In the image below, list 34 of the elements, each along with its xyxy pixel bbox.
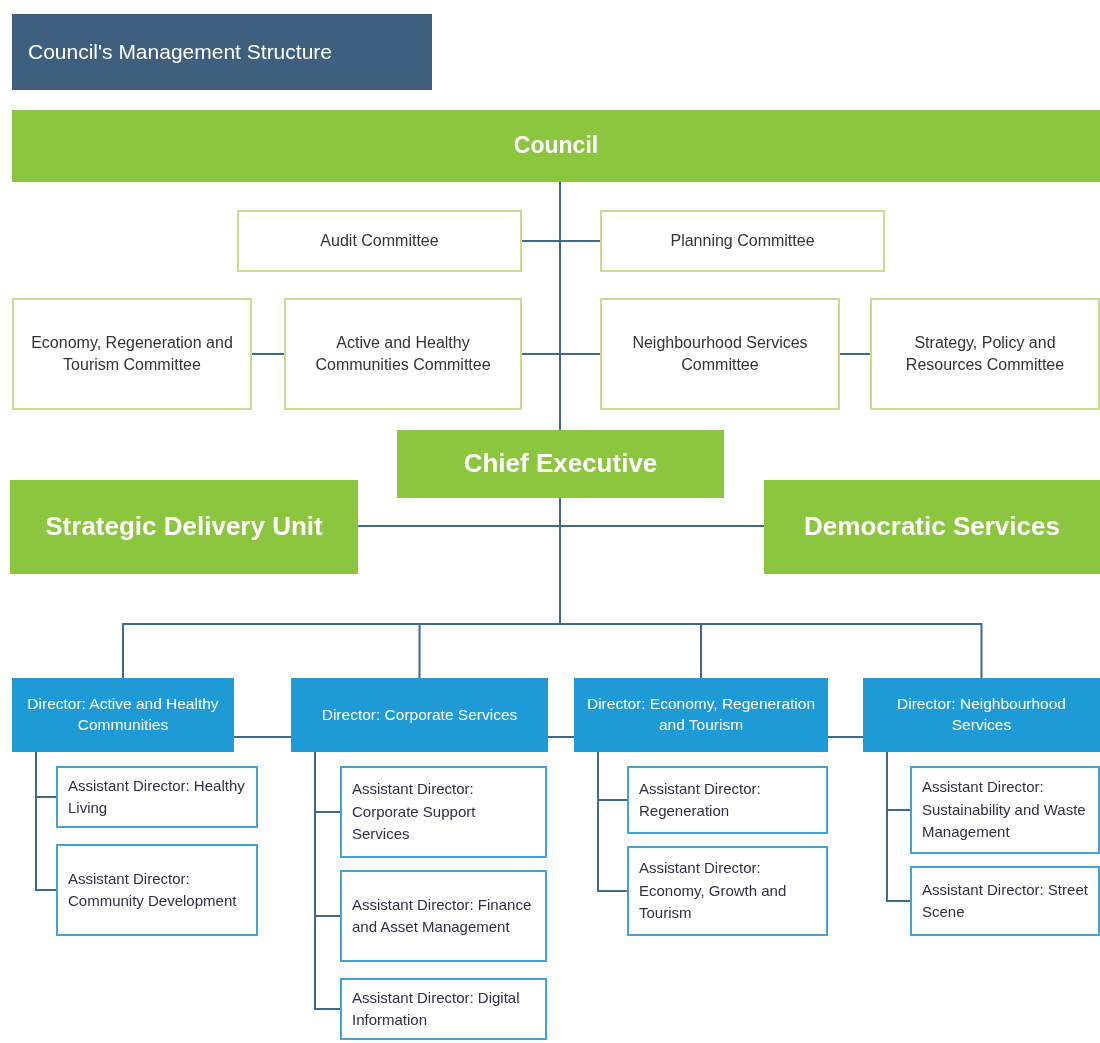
assistant-director-box: Assistant Director: Community Development <box>56 844 258 936</box>
assistant-director-box: Assistant Director: Street Scene <box>910 866 1100 936</box>
connector-line <box>35 751 57 891</box>
committee-box: Active and Healthy Communities Committee <box>284 298 522 410</box>
assistant-director-box: Assistant Director: Sustainability and Waste Management <box>910 766 1100 854</box>
director-box: Director: Corporate Services <box>291 678 548 752</box>
committee-box: Strategy, Policy and Resources Committee <box>870 298 1100 410</box>
connector-line <box>251 353 285 355</box>
assistant-director-box: Assistant Director: Corporate Support Services <box>340 766 547 858</box>
unit-box: Council <box>12 110 1100 182</box>
assistant-director-box: Assistant Director: Regeneration <box>627 766 828 834</box>
connector-line <box>559 181 601 355</box>
connector-line <box>839 353 871 355</box>
unit-box: Strategic Delivery Unit <box>10 480 358 574</box>
unit-box: Chief Executive <box>397 430 724 498</box>
connector-line <box>886 751 911 902</box>
committee-box: Economy, Regeneration and Tourism Committee <box>12 298 252 410</box>
director-box: Director: Neighbourhood Services <box>863 678 1100 752</box>
assistant-director-box: Assistant Director: Digital Information <box>340 978 547 1040</box>
committee-box: Neighbourhood Services Committee <box>600 298 840 410</box>
assistant-director-box: Assistant Director: Economy, Growth and Tourism <box>627 846 828 936</box>
connector-line <box>597 751 628 892</box>
unit-box: Democratic Services <box>764 480 1100 574</box>
committee-box: Audit Committee <box>237 210 522 272</box>
connector-line <box>233 736 292 738</box>
director-box: Director: Economy, Regeneration and Tourism <box>574 678 828 752</box>
connector-line <box>547 736 575 738</box>
committee-box: Planning Committee <box>600 210 885 272</box>
assistant-director-box: Assistant Director: Finance and Asset Management <box>340 870 547 962</box>
connector-line <box>314 751 341 1010</box>
director-box: Director: Active and Healthy Communities <box>12 678 234 752</box>
title-banner: Council's Management Structure <box>12 14 432 90</box>
connector-line <box>827 736 864 738</box>
assistant-director-box: Assistant Director: Healthy Living <box>56 766 258 828</box>
